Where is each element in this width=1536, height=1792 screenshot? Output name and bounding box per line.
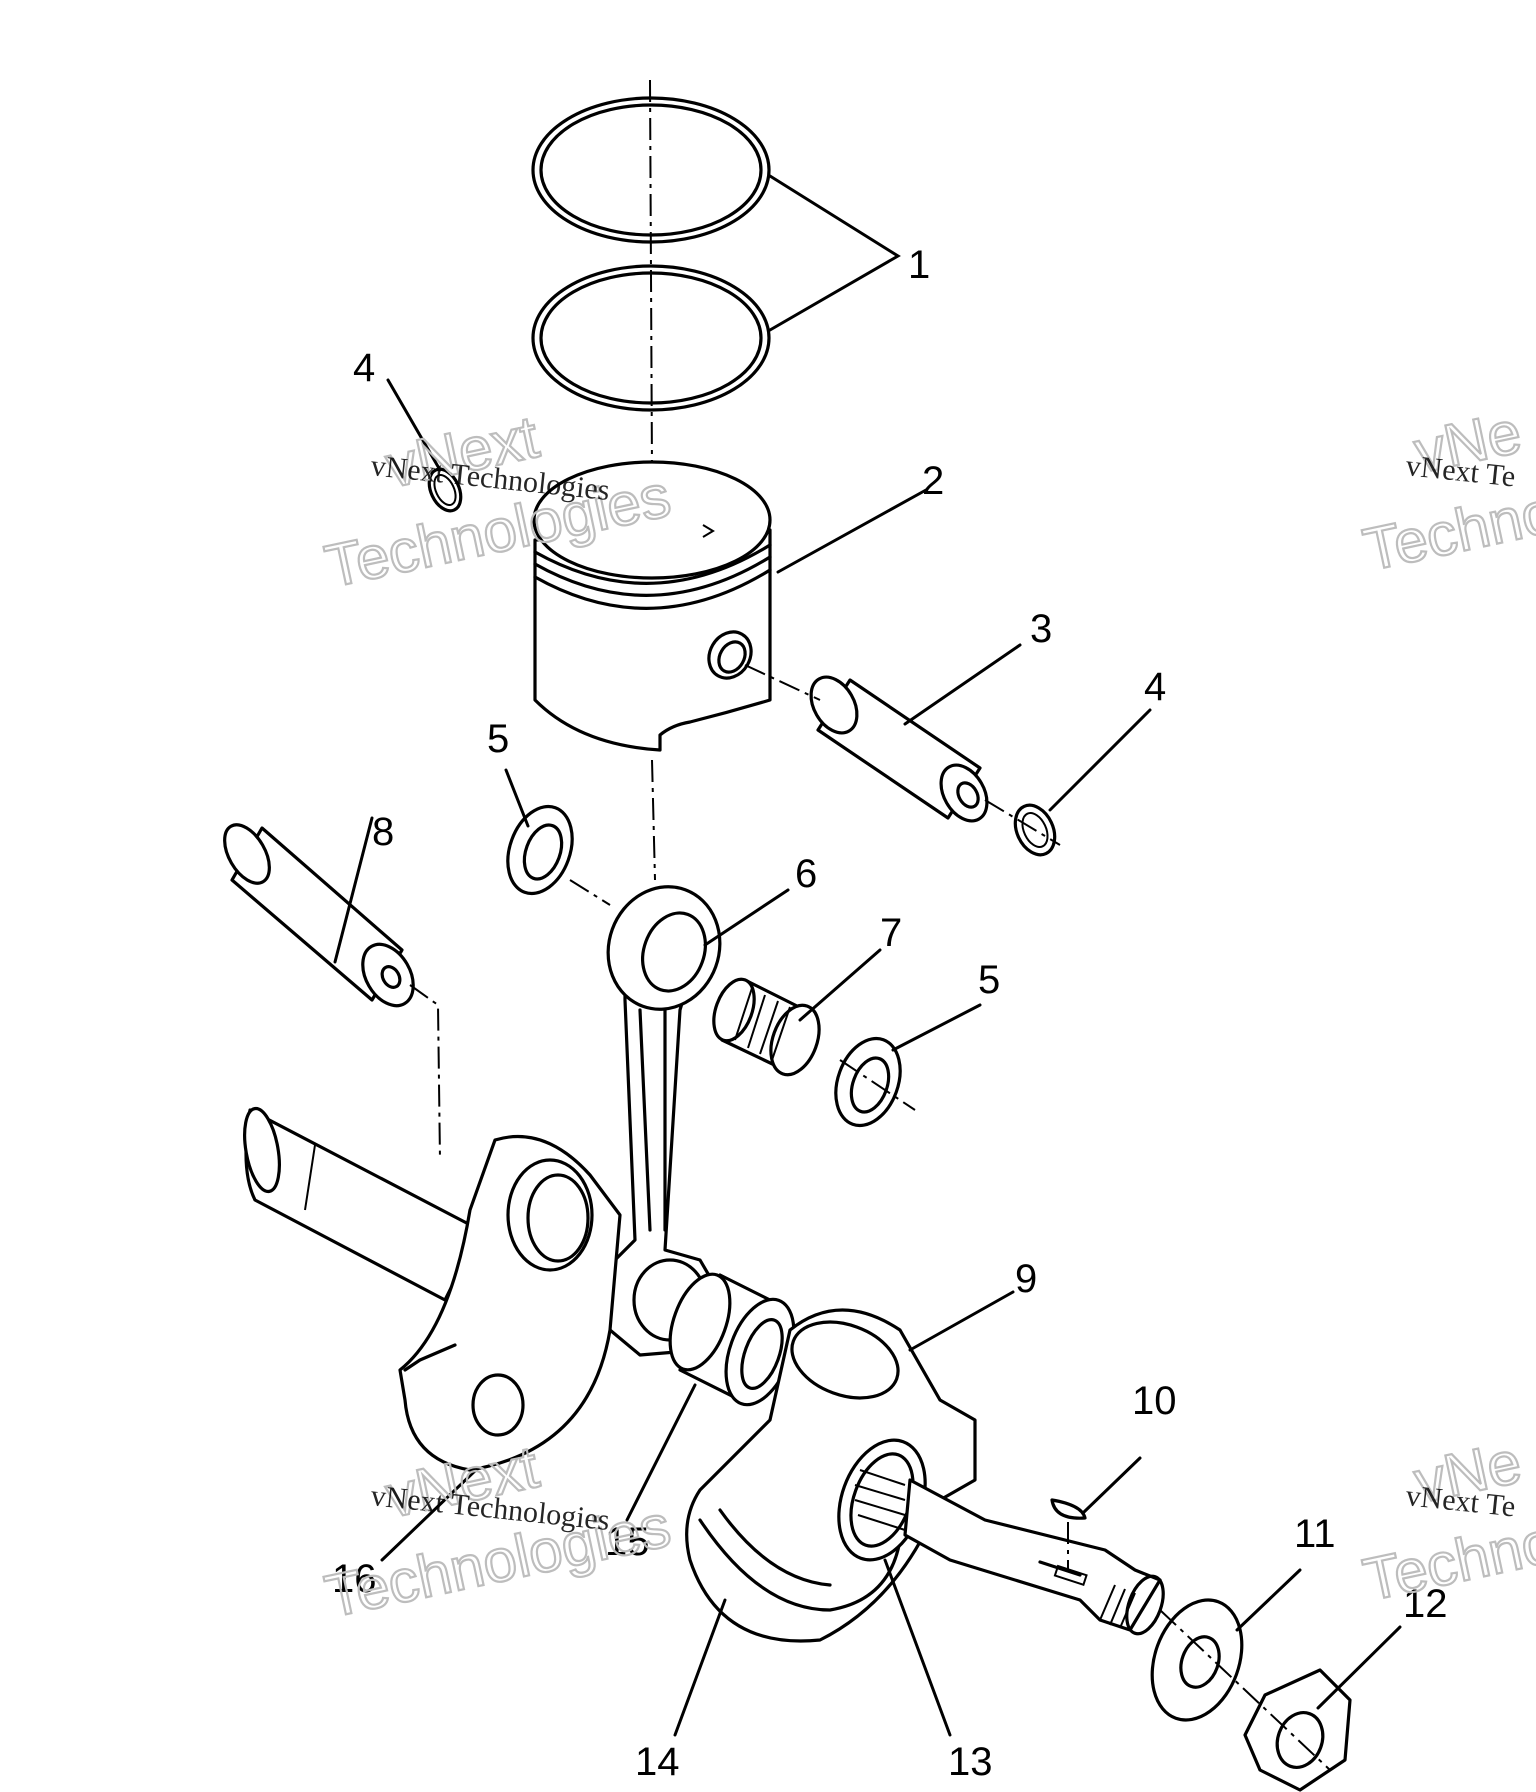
callout-8: 8 bbox=[372, 810, 394, 854]
callout-15: 15 bbox=[605, 1520, 650, 1564]
crank-half-right bbox=[685, 1308, 977, 1643]
callout-9: 9 bbox=[1015, 1257, 1037, 1301]
woodruff-key bbox=[1050, 1498, 1087, 1520]
small-end-axis-line-right bbox=[839, 1059, 916, 1111]
main-bearing-left bbox=[668, 1272, 796, 1407]
thrust-washer-right bbox=[834, 1036, 902, 1128]
crank-pin bbox=[223, 823, 415, 1008]
callout-13: 13 bbox=[948, 1740, 993, 1784]
callout-3: 3 bbox=[1030, 607, 1052, 651]
callout-14: 14 bbox=[635, 1740, 680, 1784]
piston-pin bbox=[809, 675, 989, 823]
main-bearing-right bbox=[837, 1438, 927, 1562]
rod-axis-line bbox=[651, 759, 656, 881]
connecting-rod bbox=[603, 885, 737, 1357]
output-shaft bbox=[903, 1478, 1165, 1636]
pin-axis-line bbox=[744, 664, 821, 701]
callout-2: 2 bbox=[922, 459, 944, 503]
callout-4-right: 4 bbox=[1144, 665, 1166, 709]
lock-washer bbox=[1150, 1598, 1244, 1722]
callout-labels: 1 2 3 4 4 5 5 6 7 8 9 10 11 12 13 14 15 … bbox=[332, 243, 1448, 1784]
piston-ring-upper bbox=[531, 96, 771, 244]
callout-12: 12 bbox=[1403, 1582, 1448, 1626]
small-end-axis-line bbox=[569, 879, 611, 906]
circlip-left bbox=[427, 467, 463, 513]
circlip-right bbox=[1013, 803, 1057, 857]
crank-pin-axis-line bbox=[409, 984, 441, 1161]
cylinder-axis-line bbox=[649, 79, 653, 471]
nut bbox=[1243, 1668, 1352, 1792]
callout-7: 7 bbox=[880, 911, 902, 955]
callout-11: 11 bbox=[1294, 1512, 1336, 1556]
shaft-axis-line bbox=[1159, 1609, 1331, 1771]
watermark-bottom-word: Techno bbox=[1358, 478, 1536, 584]
callout-10: 10 bbox=[1132, 1379, 1177, 1423]
piston-ring-lower bbox=[531, 264, 771, 412]
crank-half-left bbox=[243, 1106, 622, 1472]
needle-bearing bbox=[712, 977, 821, 1077]
callout-1: 1 bbox=[908, 243, 930, 287]
callout-6: 6 bbox=[795, 852, 817, 896]
callout-4-left: 4 bbox=[353, 346, 375, 390]
leader-lines bbox=[333, 174, 1402, 1737]
callout-5-upper: 5 bbox=[487, 717, 509, 761]
callout-5-lower: 5 bbox=[978, 958, 1000, 1002]
callout-16: 16 bbox=[332, 1557, 377, 1601]
piston bbox=[532, 460, 772, 752]
thrust-washer-left bbox=[506, 804, 574, 896]
